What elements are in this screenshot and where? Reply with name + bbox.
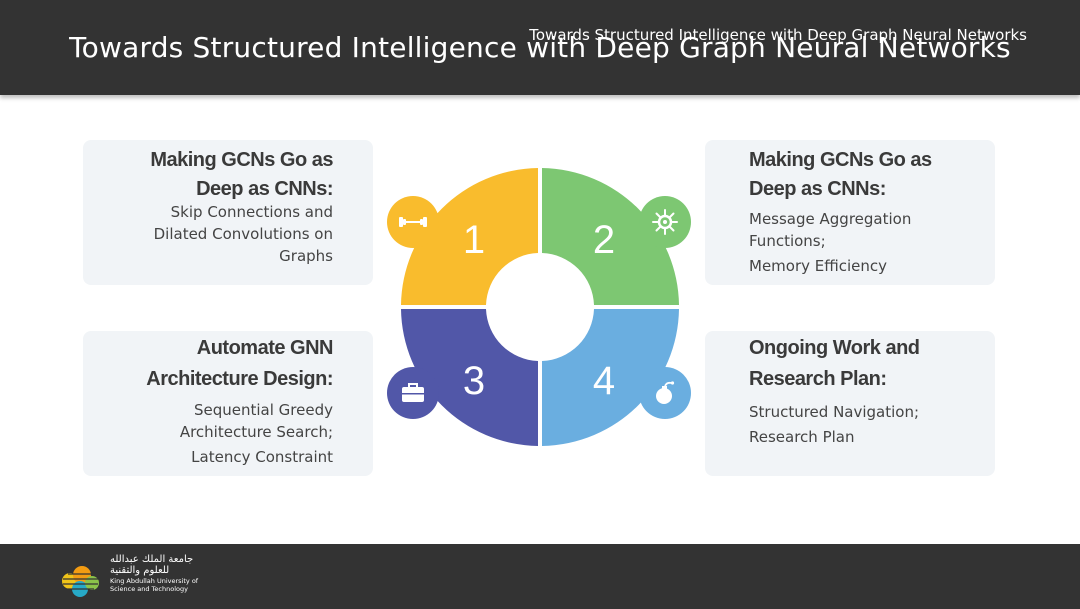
briefcase-icon — [387, 367, 439, 419]
card-segment-3: Automate GNN Architecture Design: Sequen… — [83, 331, 373, 476]
card-heading-4-line-2: Research Plan: — [749, 368, 887, 390]
card-body-2-line-3: Memory Efficiency — [749, 257, 888, 275]
card-heading-2-line-2: Deep as CNNs: — [749, 178, 886, 200]
slide-title: Towards Structured Intelligence with Dee… — [69, 31, 1011, 64]
card-body-1-line-1: Skip Connections and — [170, 203, 333, 221]
card-heading-1: Making GCNs Go as Deep as CNNs: — [150, 146, 333, 204]
logo-text-english: King Abdullah University of Science and … — [110, 577, 199, 593]
card-body-2: Message Aggregation Functions; Memory Ef… — [749, 208, 911, 277]
card-heading-3-line-1: Automate GNN — [196, 337, 334, 359]
card-heading-4: Ongoing Work and Research Plan: — [749, 334, 920, 394]
card-heading-2-line-1: Making GCNs Go as — [749, 149, 932, 171]
card-body-1: Skip Connections and Dilated Convolution… — [154, 201, 333, 267]
ring-segment-1 — [401, 168, 538, 305]
card-body-4: Structured Navigation; Research Plan — [749, 401, 919, 448]
card-heading-4-line-1: Ongoing Work and — [749, 337, 920, 359]
card-body-1-line-2: Dilated Convolutions on — [153, 225, 333, 243]
card-body-3-line-3: Latency Constraint — [191, 448, 333, 466]
card-segment-4: Ongoing Work and Research Plan: Structur… — [705, 331, 995, 476]
card-heading-1-line-2: Deep as CNNs: — [196, 178, 333, 200]
ring-segment-4 — [542, 309, 679, 446]
ring-segment-3 — [401, 309, 538, 446]
ring-segments — [401, 168, 679, 446]
card-body-3-line-1: Sequential Greedy — [193, 401, 333, 419]
card-heading-3-line-2: Architecture Design: — [146, 368, 333, 390]
card-heading-1-line-1: Making GCNs Go as — [150, 149, 333, 171]
cycle-diagram: 1 2 3 4 — [383, 165, 697, 455]
card-segment-2: Making GCNs Go as Deep as CNNs: Message … — [705, 140, 995, 285]
virus-icon — [639, 196, 691, 248]
segment-number-4: 4 — [592, 359, 616, 403]
segment-number-1: 1 — [462, 218, 486, 262]
card-body-3-line-2: Architecture Search; — [179, 423, 333, 441]
footer-bar — [0, 544, 1080, 609]
card-body-2-line-1: Message Aggregation — [749, 210, 912, 228]
segment-number-2: 2 — [592, 218, 616, 262]
logo-text-arabic: جامعة الملك عبدالله للعلوم والتقنية — [110, 554, 194, 576]
logo-mark-icon — [62, 566, 99, 597]
dumbbell-icon — [387, 196, 439, 248]
bomb-icon — [639, 367, 691, 419]
university-logo: جامعة الملك عبدالله للعلوم والتقنية King… — [58, 553, 208, 603]
ring-segment-2 — [542, 168, 679, 305]
card-heading-2: Making GCNs Go as Deep as CNNs: — [749, 146, 932, 204]
card-body-3: Sequential Greedy Architecture Search; L… — [180, 399, 333, 468]
card-heading-3: Automate GNN Architecture Design: — [146, 334, 333, 394]
card-segment-1: Making GCNs Go as Deep as CNNs: Skip Con… — [83, 140, 373, 285]
card-body-1-line-3: Graphs — [279, 247, 333, 265]
title-bar — [0, 0, 1080, 95]
card-body-2-line-2: Functions; — [749, 232, 826, 250]
footer-title: Towards Structured Intelligence with Dee… — [529, 26, 1027, 44]
card-body-4-line-2: Research Plan — [749, 428, 855, 446]
card-body-4-line-1: Structured Navigation; — [749, 403, 920, 421]
segment-number-3: 3 — [462, 359, 486, 403]
